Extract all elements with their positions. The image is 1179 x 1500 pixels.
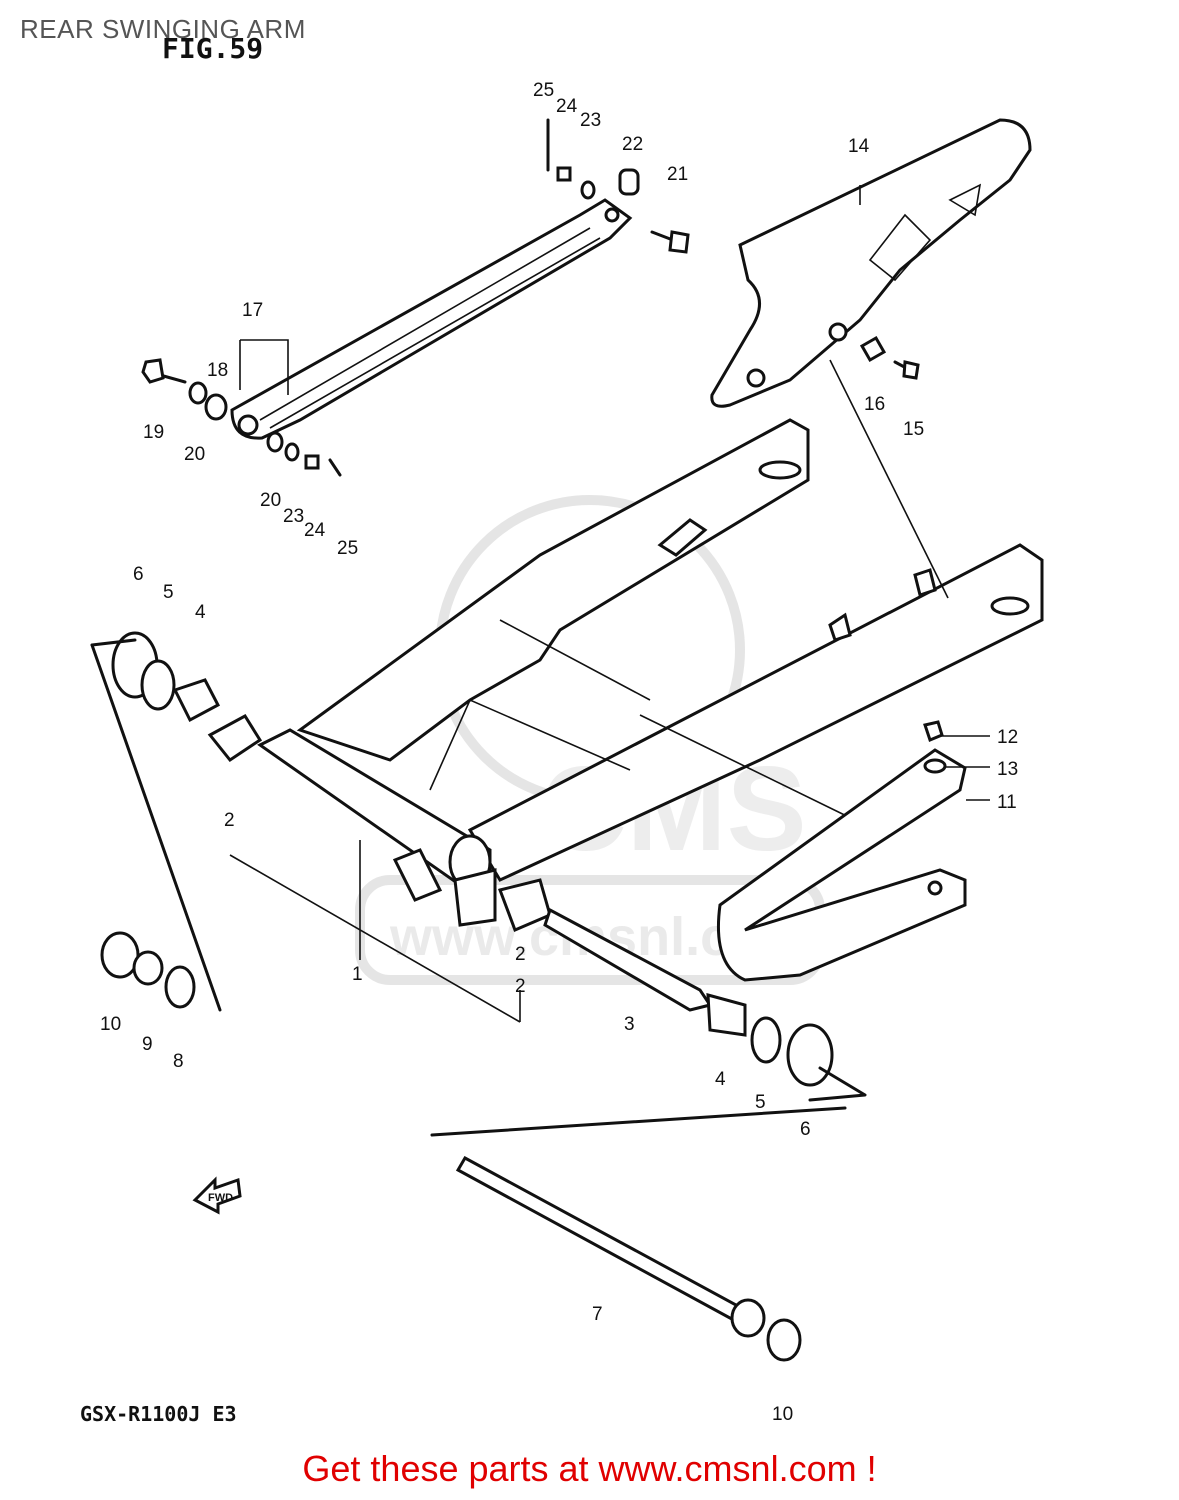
callout-7: 7 [592,1304,603,1325]
callout-15: 15 [903,419,924,440]
footer-parts-link[interactable]: Get these parts at www.cmsnl.com ! [302,1448,877,1489]
callout-8: 8 [173,1051,184,1072]
swing-arm [257,418,1044,927]
callout-5: 5 [163,582,174,603]
callout-2: 2 [515,944,526,965]
callout-17: 17 [242,300,263,321]
callout-9: 9 [142,1034,153,1055]
pivot-shaft [430,1106,847,1362]
callout-10: 10 [100,1014,121,1035]
callout-6: 6 [800,1119,811,1140]
callout-24: 24 [556,96,578,117]
callout-23: 23 [283,506,304,527]
left-pivot-stack [90,631,263,1012]
callout-leaders [229,185,990,1023]
model-code: GSX-R1100J E3 [80,1402,237,1426]
callout-16: 16 [864,394,885,415]
callout-1: 1 [352,964,363,985]
figure-number: FIG.59 [162,32,264,65]
callout-5: 5 [755,1092,766,1113]
chain-guard [710,118,1032,408]
callout-18: 18 [207,360,228,381]
callout-11: 11 [997,792,1017,813]
callout-12: 12 [997,727,1018,748]
page-title: REAR SWINGING ARM [20,14,306,44]
callout-13: 13 [997,759,1018,780]
callout-20: 20 [184,444,205,465]
callout-20: 20 [260,490,281,511]
chain-buffer [716,720,967,982]
callout-23: 23 [580,110,601,131]
callout-10: 10 [772,1404,793,1425]
callout-24: 24 [304,520,326,541]
callout-25: 25 [337,538,358,559]
callout-22: 22 [622,134,643,155]
callout-21: 21 [667,164,688,185]
fwd-label: FWD [208,1192,233,1204]
torque-link-hardware [141,118,690,477]
fwd-arrow-icon: FWD [192,1176,242,1215]
callout-19: 19 [143,422,164,443]
torque-link-rod [230,198,633,440]
callout-4: 4 [195,602,206,623]
part-callouts: 1 2 2 2 3 4 4 5 5 6 6 7 8 9 10 10 11 12 … [100,80,1018,1425]
callout-2: 2 [224,810,235,831]
callout-2: 2 [515,976,526,997]
callout-3: 3 [624,1014,635,1035]
right-pivot-stack [498,878,867,1102]
callout-6: 6 [133,564,144,585]
callout-14: 14 [848,136,870,157]
callout-4: 4 [715,1069,726,1090]
callout-25: 25 [533,80,554,101]
